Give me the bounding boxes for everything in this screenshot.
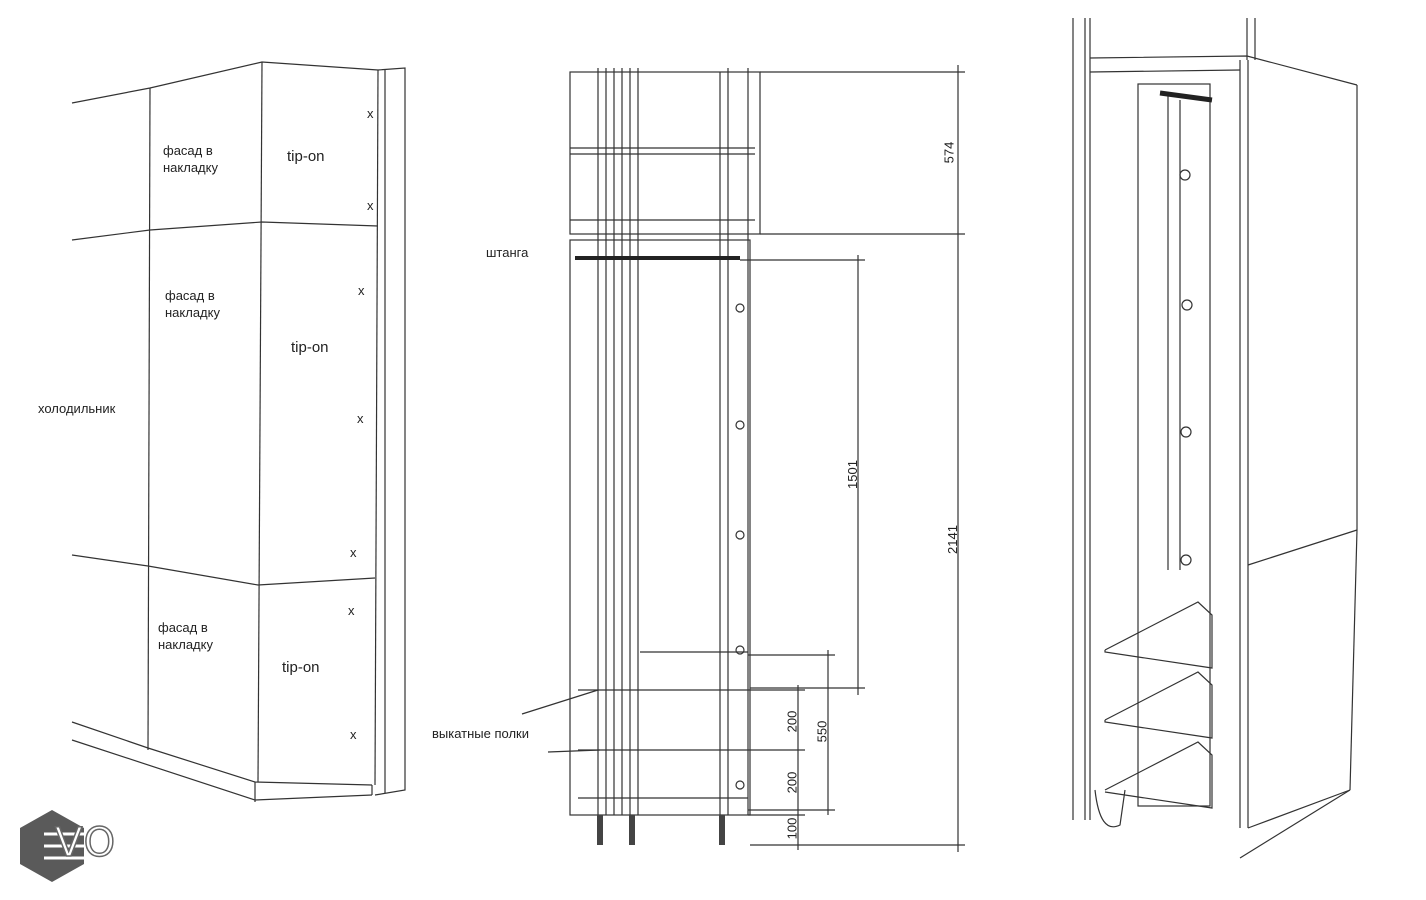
label-top-facade: фасад в накладку <box>163 143 218 175</box>
label-pullout-shelves: выкатные полки <box>432 726 530 741</box>
dim-shelf-gap-1: 200 <box>784 710 800 733</box>
label-fridge: холодильник <box>38 401 116 416</box>
label-tip-on-top: tip-on <box>287 148 325 165</box>
label-tip-on-bottom: tip-on <box>282 659 320 676</box>
mark-x-3: x <box>358 283 365 298</box>
dim-top-height: 574 <box>941 141 957 164</box>
label-rod: штанга <box>486 245 529 260</box>
dim-shelf-gap-2: 200 <box>784 771 800 794</box>
evo-logo <box>20 810 84 882</box>
mark-x-7: x <box>350 727 357 742</box>
right-cabinet-view <box>1072 18 1358 859</box>
label-tip-on-middle: tip-on <box>291 339 329 356</box>
center-cabinet-view <box>521 65 965 852</box>
dim-plinth: 100 <box>784 817 800 840</box>
label-middle-facade: фасад в накладку <box>165 288 220 320</box>
label-bottom-facade: фасад в накладку <box>158 620 213 652</box>
mark-x-2: x <box>367 198 374 213</box>
dim-shelf-block: 550 <box>814 720 830 743</box>
logo-text: VO <box>54 819 118 867</box>
dim-total-height: 2141 <box>944 525 960 554</box>
mark-x-4: x <box>357 411 364 426</box>
mark-x-1: x <box>367 106 374 121</box>
left-cabinet-view <box>71 61 406 802</box>
dim-rod-height: 1501 <box>844 460 860 489</box>
mark-x-6: x <box>348 603 355 618</box>
mark-x-5: x <box>350 545 357 560</box>
